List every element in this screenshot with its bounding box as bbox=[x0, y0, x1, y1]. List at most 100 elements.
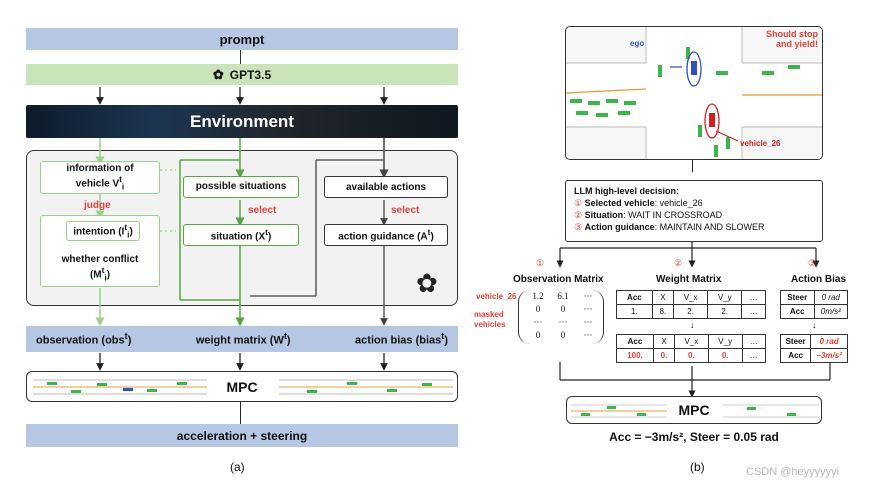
mpc-label-b: MPC bbox=[672, 402, 716, 418]
weight-matrix-label: weight matrix (W bbox=[195, 334, 284, 347]
obs-matrix-cell: 0 bbox=[535, 304, 541, 314]
table-cell: V_y bbox=[707, 334, 743, 349]
gpt-label: GPT3.5 bbox=[229, 67, 272, 82]
environment-banner: Environment bbox=[26, 105, 458, 138]
table-cell: 0m/s² bbox=[813, 304, 848, 319]
warning-label: Should stop and yield! bbox=[750, 29, 818, 50]
gpt-bar: ✿ GPT3.5 bbox=[26, 64, 458, 85]
table-cell: V_y bbox=[707, 290, 743, 305]
obs-matrix-brackets bbox=[518, 290, 604, 344]
action-bias-title-text: Action Bias bbox=[791, 274, 847, 285]
obs-vehicle26-text: vehicle_26 bbox=[476, 292, 517, 301]
obs-matrix-cell: 1.2 bbox=[532, 291, 544, 301]
table-cell: 100. bbox=[616, 348, 654, 363]
judge-text: judge bbox=[84, 200, 111, 211]
final-control-result: Acc = −3m/s², Steer = 0.05 rad bbox=[566, 430, 822, 444]
select-label-2: select bbox=[391, 205, 419, 216]
decision-val-2: : WAIT IN CROSSROAD bbox=[623, 210, 723, 221]
observation-label: observation (obs bbox=[36, 334, 125, 347]
action-bias-label: action bias (bias bbox=[355, 334, 442, 347]
watermark: CSDN @heyyyyyyi bbox=[746, 466, 839, 478]
table-cell: 2. bbox=[672, 304, 709, 319]
table-cell: Acc bbox=[616, 334, 654, 349]
select-text-1: select bbox=[248, 205, 277, 216]
branch-num-3-text: ③ bbox=[808, 258, 817, 268]
possible-situations-box: possible situations bbox=[183, 176, 299, 198]
scene-to-decision-line bbox=[692, 160, 693, 172]
table-cell: … bbox=[741, 348, 767, 363]
table-cell: 0. bbox=[707, 348, 743, 363]
bias-arrow: ↓ bbox=[812, 320, 817, 330]
branch-num-2: ② bbox=[674, 258, 682, 269]
table-cell: Acc bbox=[616, 290, 653, 305]
info-vehicle-line2: vehicle V bbox=[75, 178, 120, 190]
table-cell: −3m/s² bbox=[810, 348, 848, 363]
decision-val-1: : vehicle_26 bbox=[654, 198, 703, 209]
decision-line-3: ③ Action guidance: MAINTAIN AND SLOWER bbox=[574, 221, 814, 233]
decision-num-2: ② bbox=[574, 210, 583, 221]
watermark-text: CSDN @heyyyyyyi bbox=[746, 466, 840, 478]
control-output-bar: acceleration + steering bbox=[26, 424, 458, 447]
action-guidance-label: action guidance (A bbox=[338, 231, 428, 243]
table-cell: … bbox=[741, 290, 766, 305]
mpc-box-a: MPC bbox=[26, 371, 458, 402]
table-cell: 0 rad bbox=[813, 290, 848, 305]
table-cell: 1. bbox=[616, 304, 653, 319]
info-vehicle-line1: information of bbox=[66, 163, 134, 175]
llm-decision-box: LLM high-level decision: ① Selected vehi… bbox=[565, 180, 823, 242]
mpc-box-b: MPC bbox=[566, 396, 822, 424]
table-cell: X bbox=[653, 334, 675, 349]
table-row: 100.0.0.0.… bbox=[616, 348, 767, 363]
gpt-to-env-arrows bbox=[96, 87, 388, 105]
obs-matrix-cell: ··· bbox=[583, 291, 593, 301]
table-cell: V_x bbox=[673, 334, 709, 349]
available-actions-label: available actions bbox=[345, 181, 427, 193]
situation-label: situation (X bbox=[210, 230, 266, 242]
prompt-bar: prompt bbox=[26, 28, 458, 50]
table-cell: 2. bbox=[707, 304, 743, 319]
obs-matrix-cell: ··· bbox=[583, 304, 593, 314]
mpc-to-output-line bbox=[240, 402, 241, 424]
weight-matrix-title: Weight Matrix bbox=[656, 274, 721, 285]
caption-b: (b) bbox=[690, 460, 705, 474]
table-row: Acc−3m/s² bbox=[779, 348, 848, 363]
decision-line-1: ① Selected vehicle: vehicle_26 bbox=[574, 197, 814, 209]
available-actions-box: available actions bbox=[324, 176, 448, 198]
mpc-b-road-thumbnails bbox=[571, 404, 819, 418]
should-stop-text: Should stop bbox=[766, 29, 818, 39]
table-cell: Steer bbox=[780, 290, 815, 305]
possible-situations-label: possible situations bbox=[195, 181, 287, 193]
obs-matrix-cell: 6.1 bbox=[557, 291, 569, 301]
bar-to-mpc-arrows bbox=[96, 353, 388, 371]
control-output-label: acceleration + steering bbox=[176, 428, 308, 443]
judge-label: judge bbox=[84, 200, 111, 211]
decision-key-1: Selected vehicle bbox=[584, 198, 655, 209]
obs-matrix-title-text: Observation Matrix bbox=[513, 274, 604, 285]
prompt-label: prompt bbox=[219, 31, 265, 47]
intersection-drawing bbox=[566, 27, 822, 159]
intersection-scene: ego Should stop and yield! vehicle_26 bbox=[565, 26, 823, 160]
weight-matrix-title-text: Weight Matrix bbox=[656, 274, 722, 285]
decision-line-2: ② Situation: WAIT IN CROSSROAD bbox=[574, 209, 814, 221]
info-vehicle-box: information of vehicle Vti bbox=[40, 161, 160, 194]
table-cell: X bbox=[651, 290, 675, 305]
vehicle26-scene-label: vehicle_26 bbox=[740, 139, 780, 148]
masked-text-2: vehicles bbox=[474, 319, 506, 329]
table-cell: 8. bbox=[651, 304, 675, 319]
panel-a-connectors bbox=[51, 138, 389, 327]
obs-matrix-cell: 0 bbox=[560, 330, 566, 340]
branch-num-3: ③ bbox=[808, 258, 816, 269]
conflict-sym: (M bbox=[89, 268, 102, 280]
obs-matrix-title: Observation Matrix bbox=[513, 274, 604, 285]
table-cell: 0. bbox=[653, 348, 675, 363]
